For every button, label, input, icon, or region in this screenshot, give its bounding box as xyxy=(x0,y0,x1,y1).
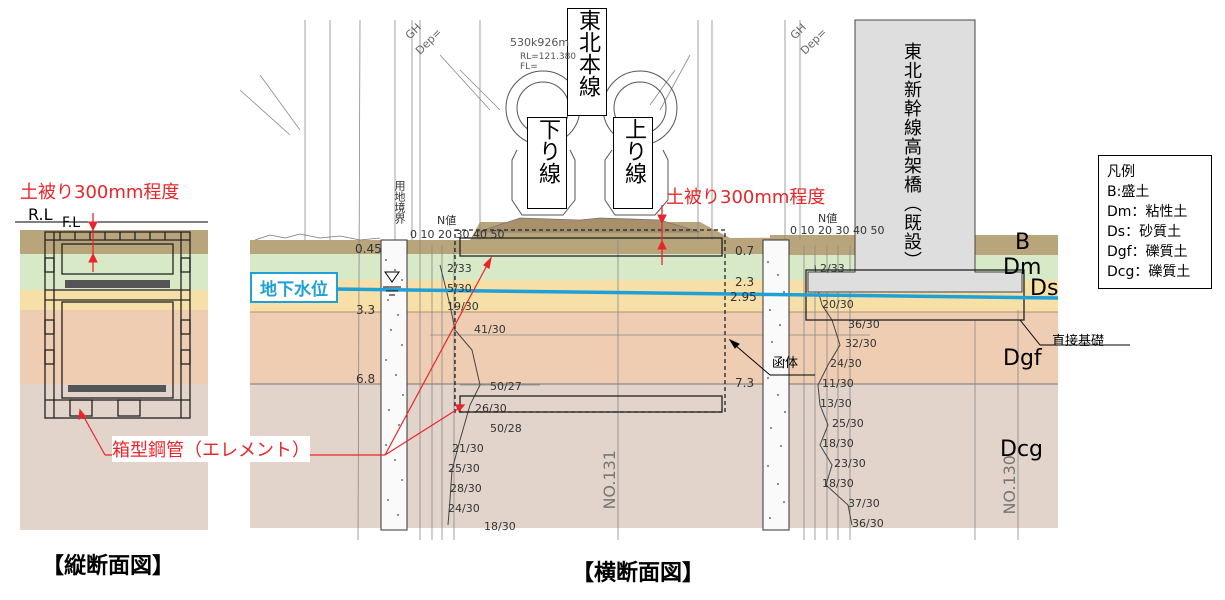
n-value-graph-right xyxy=(814,264,853,526)
soil-label-dcg: Dcg xyxy=(1000,437,1044,462)
fl-value-label: FL= xyxy=(520,62,538,72)
ballast-hatch-left xyxy=(65,280,170,288)
groundwater-line xyxy=(249,286,1059,300)
soil-label-b: B xyxy=(1015,230,1031,255)
legend-item-b: B:盛土 xyxy=(1107,184,1150,200)
cover-label-left: 土被り300mm程度 xyxy=(20,182,180,203)
layer-dgf-left xyxy=(20,310,208,384)
longitudinal-soil-layers xyxy=(20,230,208,530)
n-left-6: 50/28 xyxy=(490,422,522,435)
soil-label-ds: Ds xyxy=(1030,276,1059,301)
n-label-left: N値 xyxy=(437,214,457,227)
soil-label-dgf: Dgf xyxy=(1003,346,1042,371)
station-label-131: NO.131 xyxy=(600,450,619,510)
layer-b-left xyxy=(20,230,208,254)
box-top-element xyxy=(459,237,723,257)
depth-right-1: 2.3 xyxy=(735,275,755,289)
ground-surface-squiggle xyxy=(254,233,381,241)
n-left-7: 21/30 xyxy=(452,442,484,455)
n-right-0: 2/33 xyxy=(820,262,845,275)
legend-box: 凡例 B:盛土 Dm：粘性土 Ds：砂質土 Dgf：礫質土 Dcg：礫質土 xyxy=(1098,155,1212,289)
tohoku-main-line-box: 東北本線 xyxy=(567,8,607,116)
fl-label: F.L xyxy=(62,215,81,231)
n-right-10: 18/30 xyxy=(822,477,854,490)
shinkansen-label: 東北新幹線高架橋（既設） xyxy=(901,42,922,270)
cover-label-right: 土被り300mm程度 xyxy=(666,187,826,208)
ballast-mound xyxy=(477,217,701,233)
n-right-12: 36/30 xyxy=(852,517,884,530)
box-body-label: 函体 xyxy=(772,356,799,371)
steel-pipe-label: 箱型鋼管（エレメント） xyxy=(112,436,310,462)
n-left-8: 25/30 xyxy=(448,462,480,475)
n-left-0: 2/33 xyxy=(447,262,472,275)
legend-item-dgf: Dgf：礫質土 xyxy=(1107,244,1188,260)
n-left-11: 18/30 xyxy=(484,520,516,533)
depth-left-2: 6.8 xyxy=(356,372,376,386)
legend-item-dcg: Dcg：礫質土 xyxy=(1107,264,1191,280)
depth-right-0: 0.7 xyxy=(735,244,755,258)
rl-label: R.L xyxy=(28,205,53,224)
n-right-9: 23/30 xyxy=(834,457,866,470)
water-level-symbol xyxy=(383,271,401,296)
cover-arrow-left xyxy=(88,213,98,272)
depth-right-3: 7.3 xyxy=(735,376,755,390)
legend-item-dm: Dm：粘性土 xyxy=(1107,204,1188,220)
n-value-graph-left xyxy=(439,264,481,526)
shinkansen-viaduct xyxy=(807,19,1023,293)
n-scale-right: 0 10 20 30 40 50 xyxy=(790,224,885,237)
title-cross: 【横断面図】 xyxy=(572,561,705,586)
n-right-6: 13/30 xyxy=(820,397,852,410)
n-left-1: 5/30 xyxy=(447,282,472,295)
soil-label-dm: Dm xyxy=(1003,255,1042,280)
boundary-label: 用地境界 xyxy=(393,180,406,224)
n-left-10: 24/30 xyxy=(448,502,480,515)
down-line-label: 下り線 xyxy=(535,118,560,184)
n-right-1: 20/30 xyxy=(822,298,854,311)
n-right-4: 24/30 xyxy=(830,357,862,370)
chainage-label: 530k926m xyxy=(510,36,570,49)
direct-foundation-label: 直接基礎 xyxy=(1052,334,1105,349)
n-left-9: 28/30 xyxy=(450,482,482,495)
box-body-outline xyxy=(454,229,726,413)
boring-column-left xyxy=(380,239,408,531)
depth-left-1: 3.3 xyxy=(356,303,376,317)
n-scale-left: 0 10 20 30 40 50 xyxy=(410,228,505,241)
n-right-7: 25/30 xyxy=(832,417,864,430)
boring-column-right xyxy=(762,239,790,531)
n-right-8: 18/30 xyxy=(822,437,854,450)
cover-arrow-right xyxy=(657,205,667,265)
n-left-2: 19/30 xyxy=(447,300,479,313)
up-line-box: 上り線 xyxy=(613,117,653,209)
layer-b-cross-left xyxy=(250,240,470,254)
depth-right-2: 2.95 xyxy=(730,290,757,304)
n-right-2: 36/30 xyxy=(848,318,880,331)
n-label-right: N値 xyxy=(818,212,838,225)
n-right-5: 11/30 xyxy=(822,377,854,390)
groundwater-label: 地下水位 xyxy=(250,272,338,303)
layer-dcg-cross xyxy=(250,384,1058,528)
down-line-box: 下り線 xyxy=(527,117,567,209)
rl-value-label: RL=121.380 xyxy=(520,52,577,62)
n-right-3: 32/30 xyxy=(845,337,877,350)
longitudinal-box-structure xyxy=(44,231,191,419)
title-longitudinal: 【縦断面図】 xyxy=(42,554,175,579)
n-left-3: 41/30 xyxy=(474,323,506,336)
black-leader-lines xyxy=(728,319,1130,376)
tohoku-main-line-label: 東北本線 xyxy=(575,9,600,97)
n-left-5: 26/30 xyxy=(475,402,507,415)
n-left-4: 50/27 xyxy=(490,380,522,393)
station-label-130: NO.130 xyxy=(1000,455,1019,515)
bottom-hatch-left xyxy=(68,385,166,392)
legend-item-ds: Ds：砂質土 xyxy=(1107,224,1182,240)
depth-left-0: 0.45 xyxy=(355,242,382,256)
legend-title: 凡例 xyxy=(1107,164,1135,180)
box-bottom-element xyxy=(459,395,723,413)
up-line-label: 上り線 xyxy=(621,118,646,184)
n-right-11: 37/30 xyxy=(848,497,880,510)
